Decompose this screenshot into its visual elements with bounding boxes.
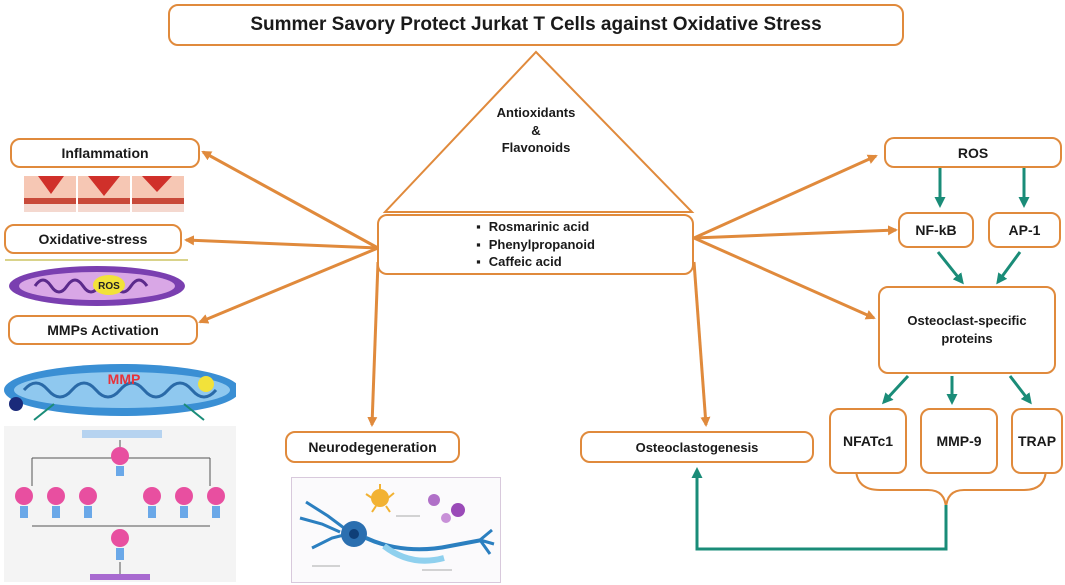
arrow-proteins-to-trap <box>1008 375 1032 405</box>
arrow-to-osteoclast-proteins <box>693 236 876 320</box>
nfatc1-box: NFATc1 <box>829 408 907 474</box>
triangle-line-3: Flavonoids <box>501 140 571 156</box>
mmps-activation-label: MMPs Activation <box>47 322 159 338</box>
title-box: Summer Savory Protect Jurkat T Cells aga… <box>168 4 904 46</box>
oxidative-stress-box: Oxidative-stress <box>4 224 182 254</box>
mmps-activation-box: MMPs Activation <box>8 315 198 345</box>
trap-box: TRAP <box>1011 408 1063 474</box>
osteoclast-proteins-box: Osteoclast-specific proteins <box>878 286 1056 374</box>
inflammation-box: Inflammation <box>10 138 200 168</box>
arrow-to-neurodegeneration <box>367 261 380 427</box>
ap1-label: AP-1 <box>1008 222 1041 238</box>
arrow-to-osteoclastogenesis <box>692 261 711 427</box>
compound-box: Rosmarinic acid Phenylpropanoid Caffeic … <box>377 214 694 275</box>
nfatc1-label: NFATc1 <box>842 433 894 449</box>
arrow-ap1-to-proteins <box>996 251 1022 285</box>
arrow-to-inflammation <box>201 150 379 250</box>
nfkb-label: NF-kB <box>915 222 957 238</box>
arrow-to-osteoclastogenesis-teal <box>691 467 948 551</box>
bracket <box>855 467 1047 511</box>
mmp-membrane-image: MMP <box>4 360 236 424</box>
neurodegeneration-label: Neurodegeneration <box>308 439 437 455</box>
triangle-label: Antioxidants & Flavonoids <box>476 104 596 157</box>
protein-pathway-image <box>4 426 236 582</box>
ap1-box: AP-1 <box>988 212 1061 248</box>
arrow-proteins-to-nfatc1 <box>881 374 910 405</box>
ros-label: ROS <box>957 144 989 161</box>
inflammation-image <box>24 172 184 214</box>
compound-item: Phenylpropanoid <box>476 236 595 254</box>
osteoclastogenesis-box: Osteoclastogenesis <box>580 431 814 463</box>
arrow-to-mmps <box>198 246 379 324</box>
neurodegeneration-box: Neurodegeneration <box>285 431 460 463</box>
triangle-line-2: & <box>531 122 541 138</box>
compound-list: Rosmarinic acid Phenylpropanoid Caffeic … <box>476 218 595 271</box>
triangle-line-1: Antioxidants <box>496 105 576 120</box>
compound-item: Caffeic acid <box>476 253 595 271</box>
osteoclast-proteins-label: Osteoclast-specific proteins <box>907 312 1027 346</box>
oxidative-stress-label: Oxidative-stress <box>38 231 148 247</box>
nfkb-box: NF-kB <box>898 212 974 248</box>
arrow-to-oxidative-stress <box>184 235 379 250</box>
mmp9-box: MMP-9 <box>920 408 998 474</box>
diagram-title: Summer Savory Protect Jurkat T Cells aga… <box>250 14 822 35</box>
arrow-nfkb-to-proteins <box>936 251 964 285</box>
inflammation-label: Inflammation <box>61 145 149 161</box>
trap-label: TRAP <box>1017 433 1057 449</box>
compound-item: Rosmarinic acid <box>476 218 595 236</box>
ros-mitochondria-image: ROS <box>5 258 188 308</box>
arrow-to-ros <box>693 154 878 240</box>
mmp-image-label: MMP <box>108 371 141 387</box>
mmp9-label: MMP-9 <box>936 433 982 449</box>
ros-image-label: ROS <box>98 281 120 292</box>
ros-box: ROS <box>884 137 1062 168</box>
antioxidant-triangle <box>382 50 695 213</box>
osteoclastogenesis-label: Osteoclastogenesis <box>635 439 759 455</box>
arrow-to-nfkb <box>693 225 898 240</box>
neuron-image <box>291 477 501 583</box>
